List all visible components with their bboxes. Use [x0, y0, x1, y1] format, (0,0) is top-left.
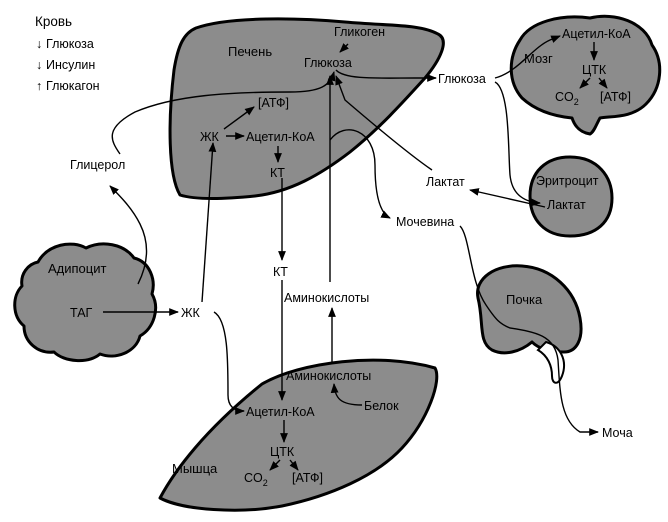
kidney-shape — [476, 264, 583, 355]
brain-acetyl-label: Ацетил-КоА — [562, 27, 631, 41]
blood-kt-label: КТ — [273, 265, 288, 279]
liver-acetyl-label: Ацетил-КоА — [246, 130, 315, 144]
blood-urine-label: Моча — [602, 426, 633, 440]
legend-label-3: Глюкагон — [46, 79, 100, 93]
brain-co2-label: CO2 — [555, 90, 579, 107]
liver-fa-label: ЖК — [200, 130, 220, 144]
blood-urea-label: Мочевина — [396, 215, 454, 229]
legend-label-2: Инсулин — [46, 58, 95, 72]
adipocyte-tag-label: ТАГ — [70, 306, 93, 320]
brain-shape — [509, 14, 662, 136]
liver-atp-label: [АТФ] — [258, 96, 289, 110]
blood-lactate-label: Лактат — [426, 175, 465, 189]
adipocyte-shape — [13, 242, 157, 362]
blood-glucose-label: Глюкоза — [438, 72, 486, 86]
muscle-atp-label: [АТФ] — [292, 471, 323, 485]
blood-fa-label: ЖК — [181, 306, 201, 320]
muscle-tca-label: ЦТК — [270, 445, 295, 459]
brain-atp-label: [АТФ] — [600, 90, 631, 104]
adipocyte-name-label: Адипоцит — [48, 261, 106, 276]
blood-amino-label: Аминокислоты — [284, 291, 369, 305]
liver-glycogen-label: Гликоген — [334, 25, 385, 39]
erythrocyte-shape — [528, 155, 614, 238]
liver-kt-label: КТ — [270, 166, 285, 180]
liver-glucose-label: Глюкоза — [304, 56, 352, 70]
muscle-name-label: Мышца — [172, 461, 218, 476]
kidney-pelvis — [536, 340, 565, 384]
blood-glycerol-label: Глицерол — [70, 158, 125, 172]
liver-name-label: Печень — [228, 44, 272, 59]
kidney-name-label: Почка — [506, 292, 543, 307]
legend-arrow-2: ↓ — [36, 58, 42, 72]
muscle-amino-label: Аминокислоты — [286, 369, 371, 383]
brain-name-label: Мозг — [524, 51, 553, 66]
muscle-acetyl-label: Ацетил-КоА — [246, 405, 315, 419]
legend-title: Кровь — [35, 14, 72, 29]
muscle-shape — [158, 358, 439, 512]
muscle-protein-label: Белок — [364, 399, 399, 413]
liver-shape — [168, 17, 445, 200]
muscle-co2-label: CO2 — [244, 471, 268, 488]
erythrocyte-lactate-label: Лактат — [547, 198, 586, 212]
erythrocyte-name-label: Эритроцит — [536, 174, 599, 188]
legend-label-1: Глюкоза — [46, 37, 94, 51]
legend-arrow-1: ↓ — [36, 37, 42, 51]
legend-arrow-3: ↑ — [36, 79, 42, 93]
brain-tca-label: ЦТК — [582, 63, 607, 77]
